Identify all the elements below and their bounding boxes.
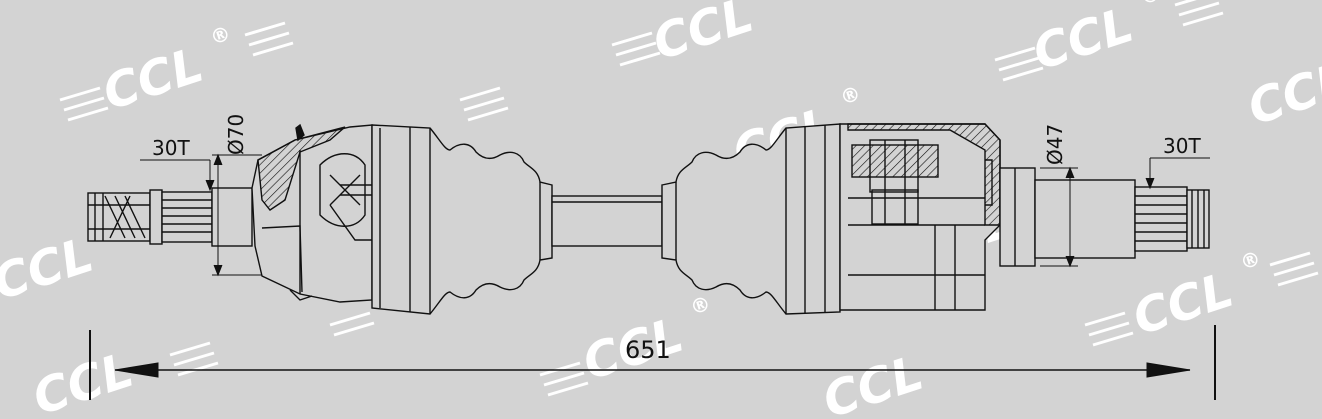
svg-text:®: ®	[1137, 0, 1163, 10]
watermark-12: CCL	[816, 345, 929, 419]
svg-text:CCL: CCL	[0, 227, 100, 311]
watermark-11: CCL	[1241, 52, 1322, 136]
dimension-lines	[89, 153, 1216, 400]
right-boot	[661, 123, 841, 315]
svg-text:CCL: CCL	[816, 345, 929, 419]
watermark-8: CCL ®	[1126, 246, 1263, 347]
watermark-2: CCL	[646, 0, 759, 71]
left-boot	[371, 124, 553, 315]
inner-cv-joint	[839, 123, 1001, 311]
watermark-3: CCL ®	[1026, 0, 1163, 81]
watermark-10: CCL	[26, 342, 139, 419]
length-arrow-left	[114, 362, 159, 378]
watermark-text: CCL	[96, 37, 209, 121]
svg-text:®: ®	[687, 291, 713, 320]
svg-text:CCL: CCL	[1126, 262, 1239, 346]
watermark-registered: ®	[207, 21, 233, 50]
svg-text:CCL: CCL	[1026, 0, 1139, 81]
length-arrow-right	[1146, 362, 1191, 378]
left-spline-count-label: 30T	[152, 136, 190, 160]
right-stub-shaft	[999, 167, 1210, 267]
svg-text:CCL: CCL	[1241, 52, 1322, 136]
svg-text:®: ®	[837, 81, 863, 110]
overall-length-label: 651	[625, 336, 671, 364]
svg-text:CCL: CCL	[26, 342, 139, 419]
watermark-4: CCL	[0, 227, 100, 311]
svg-text:CCL: CCL	[646, 0, 759, 71]
outer-cv-joint	[251, 123, 373, 303]
left-stub-shaft	[87, 187, 253, 247]
svg-text:®: ®	[1237, 246, 1263, 275]
drive-shaft	[87, 123, 1210, 315]
right-spline-count-label: 30T	[1163, 134, 1201, 158]
watermark-1: CCL ®	[96, 21, 233, 122]
inner-diameter-label: Ø47	[1043, 124, 1067, 165]
intermediate-shaft	[551, 195, 663, 247]
outer-diameter-label: Ø70	[224, 114, 248, 155]
